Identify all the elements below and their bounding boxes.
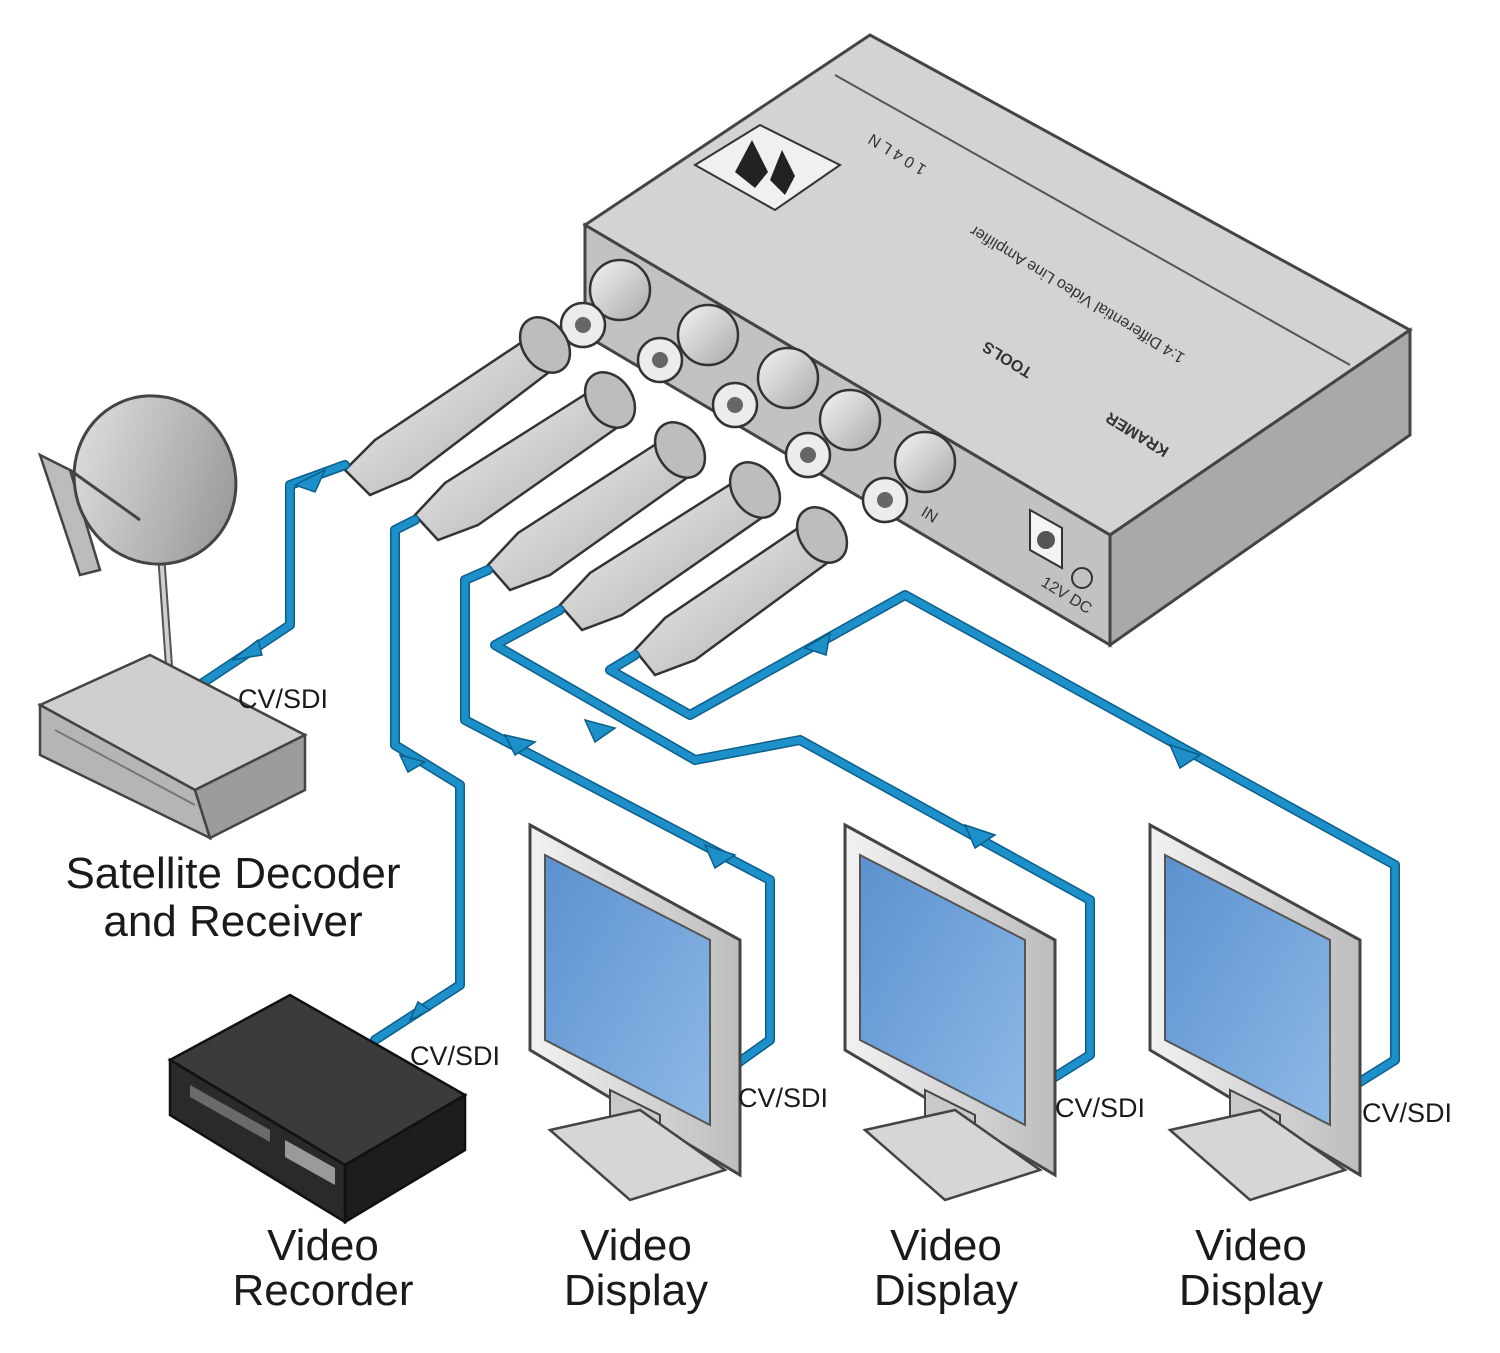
decoder-title-line2: and Receiver	[103, 897, 362, 946]
display-3-title-line2: Display	[1179, 1266, 1323, 1315]
arrow-icon	[398, 753, 427, 774]
recorder-title-line2: Recorder	[233, 1266, 414, 1315]
display-3-title-line1: Video	[1195, 1221, 1307, 1270]
video-recorder-icon	[167, 993, 468, 1225]
bnc-plug-out-1-icon	[413, 371, 637, 542]
bnc-plug-out-4-icon	[633, 506, 849, 677]
arrow-icon	[1168, 743, 1202, 770]
input-label: IN	[918, 504, 941, 527]
bnc-plug-out-2-icon	[486, 421, 707, 592]
cable-label-display-2: CV/SDI	[1055, 1093, 1145, 1123]
display-2-title-line2: Display	[874, 1266, 1018, 1315]
decoder-title-line1: Satellite Decoder	[65, 849, 400, 898]
video-display-3-icon	[1148, 822, 1362, 1202]
arrow-icon	[583, 718, 617, 744]
display-1-title-line1: Video	[580, 1221, 692, 1270]
bnc-socket-out-1	[559, 258, 652, 349]
bnc-plug-in-icon	[343, 316, 572, 497]
cables	[190, 460, 1400, 1090]
video-display-2-icon	[843, 822, 1057, 1202]
bnc-plugs	[343, 316, 849, 677]
cable-label-decoder: CV/SDI	[238, 684, 328, 714]
arrow-icon	[703, 843, 737, 870]
video-display-1-icon	[528, 822, 742, 1202]
arrow-icon	[408, 1000, 432, 1022]
satellite-dish-icon	[37, 394, 238, 681]
arrow-icon	[963, 823, 997, 850]
arrow-icon	[293, 468, 327, 493]
arrow-icon	[231, 638, 263, 661]
arrow-icon	[803, 631, 832, 656]
display-2-title-line1: Video	[890, 1221, 1002, 1270]
cable-label-display-3: CV/SDI	[1362, 1098, 1452, 1128]
signal-arrows	[231, 468, 1202, 1022]
bnc-socket-out-4	[784, 388, 882, 479]
bnc-socket-out-2	[636, 303, 740, 384]
bnc-sockets	[559, 258, 957, 524]
bnc-socket-in	[861, 430, 957, 524]
display-1-title-line2: Display	[564, 1266, 708, 1315]
bnc-plug-out-3-icon	[558, 461, 782, 632]
recorder-title-line1: Video	[267, 1221, 379, 1270]
bnc-socket-out-3	[711, 346, 820, 429]
arrow-icon	[503, 733, 537, 757]
kramer-logo-icon	[693, 123, 842, 212]
satellite-decoder-icon	[37, 653, 308, 841]
power-jack-icon	[1029, 508, 1093, 589]
cable-label-recorder: CV/SDI	[410, 1041, 500, 1071]
cable-label-display-1: CV/SDI	[738, 1083, 828, 1113]
